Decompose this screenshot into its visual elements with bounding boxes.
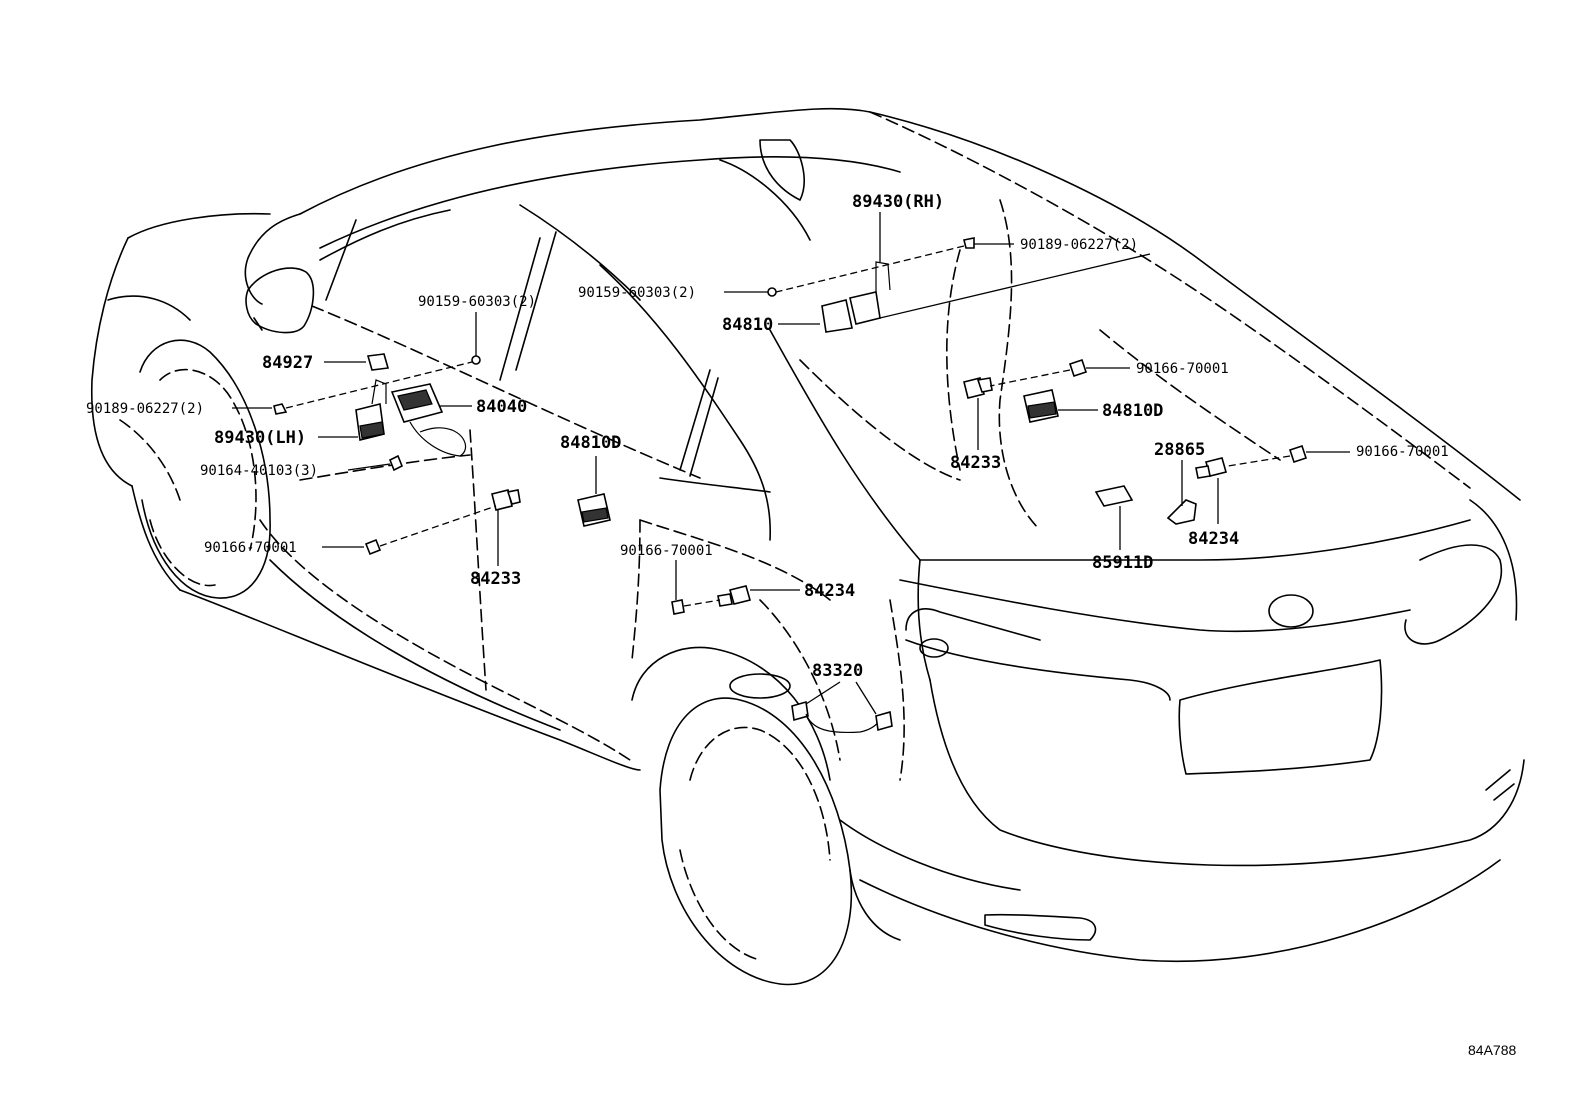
label-28865: 28865	[1154, 440, 1205, 460]
clip-icon	[963, 237, 975, 249]
screw-icon	[471, 355, 481, 365]
car-body	[90, 107, 1525, 986]
sensor-icon	[821, 261, 891, 333]
wire-harness-icon	[791, 700, 893, 734]
figure-code: 84A788	[1468, 1042, 1516, 1058]
label-84233-left: 84233	[470, 569, 521, 589]
label-84810d-center: 84810D	[560, 433, 621, 453]
label-90166-center: 90166-70001	[620, 543, 713, 559]
sensor-icon	[1195, 457, 1227, 479]
screw-icon	[364, 538, 382, 556]
switch-icon	[491, 489, 521, 511]
sensor-icon	[1094, 485, 1134, 507]
switch-icon	[390, 383, 467, 457]
clip-icon	[1166, 499, 1197, 525]
switch-icon	[577, 493, 611, 527]
label-84810: 84810	[722, 315, 773, 335]
label-90166-right: 90166-70001	[1356, 444, 1449, 460]
label-90164: 90164-40103(3)	[200, 463, 318, 479]
leader-lines	[232, 212, 1350, 715]
label-84234-right: 84234	[1188, 529, 1239, 549]
label-84810d-right: 84810D	[1102, 401, 1163, 421]
label-84927: 84927	[262, 353, 313, 373]
switch-icon	[1023, 389, 1059, 423]
label-90189-left: 90189-06227(2)	[86, 401, 204, 417]
label-90166-left: 90166-70001	[204, 540, 297, 556]
label-90159-right: 90159-60303(2)	[578, 285, 696, 301]
label-84233-right: 84233	[950, 453, 1001, 473]
components	[273, 237, 1308, 734]
label-85911d: 85911D	[1092, 553, 1153, 573]
label-84234-center: 84234	[804, 581, 855, 601]
part-labels: 89430(RH) 90189-06227(2) 90159-60303(2) …	[86, 192, 1449, 681]
screw-icon	[388, 454, 404, 472]
sensor-icon	[717, 585, 751, 607]
clip-icon	[273, 403, 288, 415]
label-90189-top: 90189-06227(2)	[1020, 237, 1138, 253]
sensor-icon	[355, 379, 387, 441]
switch-icon	[366, 353, 390, 371]
label-84040: 84040	[476, 397, 527, 417]
label-89430-lh: 89430(LH)	[214, 428, 306, 448]
label-83320: 83320	[812, 661, 863, 681]
switch-icon	[963, 377, 993, 399]
label-89430-rh: 89430(RH)	[852, 192, 944, 212]
label-90166-right-top: 90166-70001	[1136, 361, 1229, 377]
screw-icon	[1068, 358, 1088, 378]
screw-icon	[1288, 444, 1308, 464]
label-90159-left: 90159-60303(2)	[418, 294, 536, 310]
screw-icon	[671, 599, 685, 615]
screw-icon	[767, 287, 777, 297]
